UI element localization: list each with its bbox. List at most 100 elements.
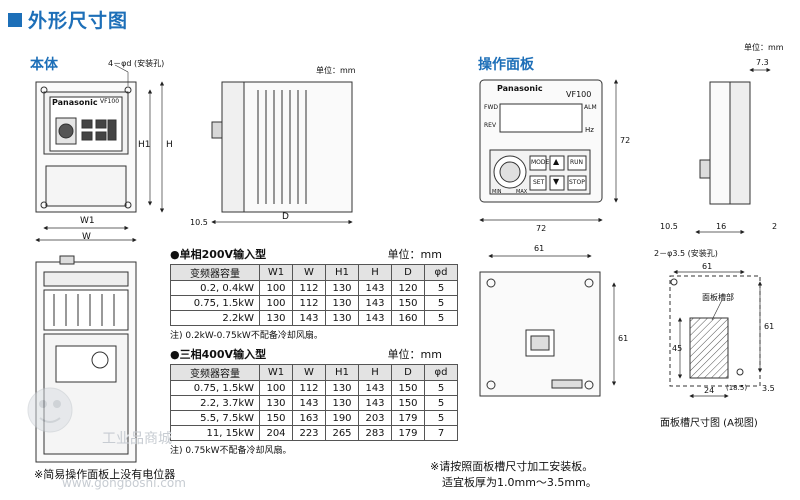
- body-dim-h1: H1: [138, 140, 151, 150]
- body-brand-logo: Panasonic: [52, 98, 98, 107]
- panel-down-button: ▼: [553, 177, 560, 186]
- cutout-dim-61-width: 61: [702, 262, 713, 271]
- table-cell: 5.5, 7.5kW: [170, 410, 260, 426]
- table-cell: 130: [259, 395, 293, 411]
- body-dim-h: H: [166, 140, 173, 150]
- table-cell: 5: [424, 280, 458, 296]
- panel-set-button: SET: [533, 179, 545, 186]
- table-cell: 5: [424, 380, 458, 396]
- page-title: 外形尺寸图: [8, 6, 128, 33]
- panel-alm-label: ALM: [584, 104, 597, 111]
- panel-mode-button: MODE: [531, 159, 550, 166]
- panel-cutout-view: [669, 269, 763, 399]
- title-marker: [8, 12, 22, 27]
- table-200v-heading: ●单相200V输入型: [170, 248, 267, 261]
- table-cell: 143: [358, 395, 392, 411]
- cutout-dim-3-5: 3.5: [762, 384, 775, 393]
- panel-hz-label: Hz: [585, 126, 594, 134]
- note-bottom-left: ※简易操作面板上没有电位器: [34, 468, 176, 481]
- cutout-slot-label: 面板槽部: [702, 293, 734, 302]
- side-dim-2: 2: [772, 222, 778, 231]
- body-hole-label: 4－φd (安装孔): [108, 59, 165, 68]
- note-bottom-right-2: 适宜板厚为1.0mm～3.5mm。: [442, 476, 597, 489]
- table-header-cell: D: [391, 364, 425, 381]
- panel-rev-label: REV: [484, 122, 497, 129]
- table-cell: 2.2kW: [170, 310, 260, 326]
- note-bottom-right-1: ※请按照面板槽尺寸加工安装板。: [430, 460, 594, 473]
- table-header-cell: φd: [424, 364, 458, 381]
- body-dim-w: W: [82, 232, 91, 242]
- table-cell: 5: [424, 395, 458, 411]
- table-cell: 0.75, 1.5kW: [170, 295, 260, 311]
- table-header-cell: H: [358, 264, 392, 281]
- table-cell: 190: [325, 410, 359, 426]
- back-dim-61-height: 61: [618, 334, 629, 343]
- body-dim-w1: W1: [80, 216, 95, 226]
- body-bottom-view: [35, 255, 137, 463]
- table-200v-header: ●单相200V输入型 单位：mm: [170, 246, 442, 262]
- table-cell: 130: [259, 310, 293, 326]
- table-cell: 0.2, 0.4kW: [170, 280, 260, 296]
- table-cell: 150: [391, 295, 425, 311]
- title-text: 外形尺寸图: [28, 10, 129, 32]
- panel-brand-logo: Panasonic: [497, 84, 543, 93]
- cutout-dim-24: 24: [704, 386, 715, 395]
- cutout-dim-45: 45: [672, 344, 683, 353]
- table-cell: 11, 15kW: [170, 425, 260, 441]
- table-header-cell: D: [391, 264, 425, 281]
- table-cell: 120: [391, 280, 425, 296]
- body-front-view: [35, 64, 165, 243]
- watermark-url: www.gongboshi.com: [62, 476, 186, 490]
- table-header-cell: 变频器容量: [170, 364, 260, 381]
- table-cell: 130: [325, 295, 359, 311]
- table-cell: 130: [325, 380, 359, 396]
- table-cell: 2.2, 3.7kW: [170, 395, 260, 411]
- table-cell: 130: [325, 310, 359, 326]
- cutout-dim-18-5: (18.5): [726, 384, 748, 392]
- cutout-caption: 面板槽尺寸图 (A视图): [660, 418, 758, 429]
- table-cell: 100: [259, 280, 293, 296]
- table-cell: 143: [358, 380, 392, 396]
- table-400v-note: 注) 0.75kW不配备冷却风扇。: [170, 446, 292, 456]
- panel-stop-button: STOP: [569, 179, 585, 186]
- table-cell: 100: [259, 295, 293, 311]
- body-dim-d: D: [282, 212, 289, 222]
- table-cell: 150: [259, 410, 293, 426]
- body-model-label: VF100: [100, 98, 120, 105]
- section-panel-title: 操作面板: [478, 57, 534, 73]
- table-header-cell: H1: [325, 264, 359, 281]
- panel-front-view: [479, 79, 619, 223]
- table-400v-header: ●三相400V输入型 单位：mm: [170, 346, 442, 362]
- table-cell: 112: [292, 295, 326, 311]
- table-cell: 143: [358, 310, 392, 326]
- table-200v-note: 注) 0.2kW-0.75kW不配备冷却风扇。: [170, 331, 323, 341]
- body-dim-10-5: 10.5: [190, 218, 208, 227]
- panel-min-label: MIN: [492, 189, 502, 195]
- table-cell: 0.75, 1.5kW: [170, 380, 260, 396]
- table-header-cell: H: [358, 364, 392, 381]
- table-cell: 223: [292, 425, 326, 441]
- panel-model-label: VF100: [566, 90, 592, 99]
- panel-max-label: MAX: [516, 189, 528, 195]
- table-header-cell: H1: [325, 364, 359, 381]
- table-header-cell: W1: [259, 264, 293, 281]
- table-cell: 160: [391, 310, 425, 326]
- table-cell: 130: [325, 395, 359, 411]
- table-cell: 130: [325, 280, 359, 296]
- watermark-text: 工业品商城: [102, 431, 172, 447]
- table-cell: 143: [358, 280, 392, 296]
- table-cell: 5: [424, 410, 458, 426]
- panel-up-button: ▲: [553, 157, 560, 166]
- table-cell: 143: [292, 395, 326, 411]
